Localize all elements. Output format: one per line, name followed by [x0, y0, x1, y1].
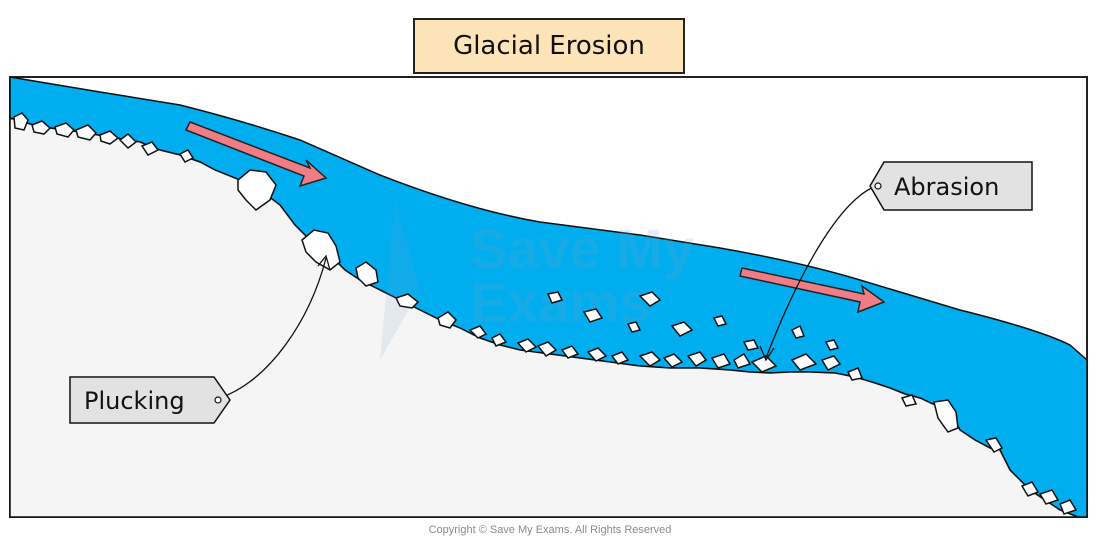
rock-fragment [750, 355, 778, 373]
ice-flow-arrow-lower [739, 267, 886, 314]
rock-fragment [1038, 489, 1060, 505]
rock-fragment [1059, 499, 1078, 515]
rock-fragment [301, 229, 341, 271]
rock-fragment [468, 325, 488, 339]
watermark-line1: Save My [470, 217, 694, 280]
rock-fragment [437, 311, 457, 329]
abrasion-pointer [759, 185, 877, 362]
rock-fragment [536, 341, 558, 357]
rock-fragment [824, 339, 840, 351]
rock-fragments [13, 112, 1078, 515]
plucking-label: Plucking [69, 376, 231, 424]
rock-fragment [626, 321, 642, 333]
rock-fragment [1020, 481, 1040, 497]
rock-fragment [900, 394, 918, 407]
rock-fragment [933, 399, 959, 433]
rock-fragment [790, 324, 806, 339]
rock-fragment [516, 338, 538, 353]
rock-fragment [99, 130, 120, 145]
rock-fragment [820, 355, 842, 371]
plucking-pointer [219, 254, 331, 399]
rock-fragment [790, 353, 818, 371]
ice-flow-arrow-upper [184, 121, 328, 188]
rock-fragment [712, 315, 728, 327]
rock-fragment [846, 367, 864, 381]
rock-fragment [686, 351, 708, 367]
rock-fragment [394, 293, 420, 309]
rock-fragment [984, 437, 1004, 453]
rock-fragment [13, 112, 29, 131]
rock-fragment [237, 169, 277, 211]
rock-fragment [638, 291, 662, 307]
rock-fragment [670, 321, 694, 337]
rock-fragment [582, 308, 604, 323]
plucking-label-text: Plucking [84, 387, 185, 415]
watermark: Save My Exams [380, 200, 694, 360]
rock-fragment [560, 345, 580, 359]
rock-fragment [710, 353, 732, 369]
rock-fragment [75, 124, 98, 141]
rock-fragment [490, 333, 508, 347]
rock-fragment [31, 120, 52, 135]
rock-fragment [54, 122, 76, 138]
copyright-notice: Copyright © Save My Exams. All Rights Re… [428, 524, 672, 536]
rock-fragment [586, 347, 608, 362]
rock-fragment [178, 149, 195, 163]
abrasion-label-text: Abrasion [894, 173, 999, 201]
rock-fragment [140, 141, 160, 156]
rock-fragment [610, 351, 630, 365]
rock-fragment [118, 133, 138, 149]
rock-fragment [733, 352, 752, 369]
rock-fragment [638, 351, 662, 367]
diagram-title: Glacial Erosion [413, 18, 685, 74]
abrasion-label: Abrasion [869, 161, 1033, 211]
rock-fragment [742, 339, 760, 351]
watermark-line2: Exams [470, 271, 651, 334]
rock-fragment [662, 353, 684, 368]
rock-fragment [546, 291, 564, 304]
rock-fragment [355, 261, 379, 287]
